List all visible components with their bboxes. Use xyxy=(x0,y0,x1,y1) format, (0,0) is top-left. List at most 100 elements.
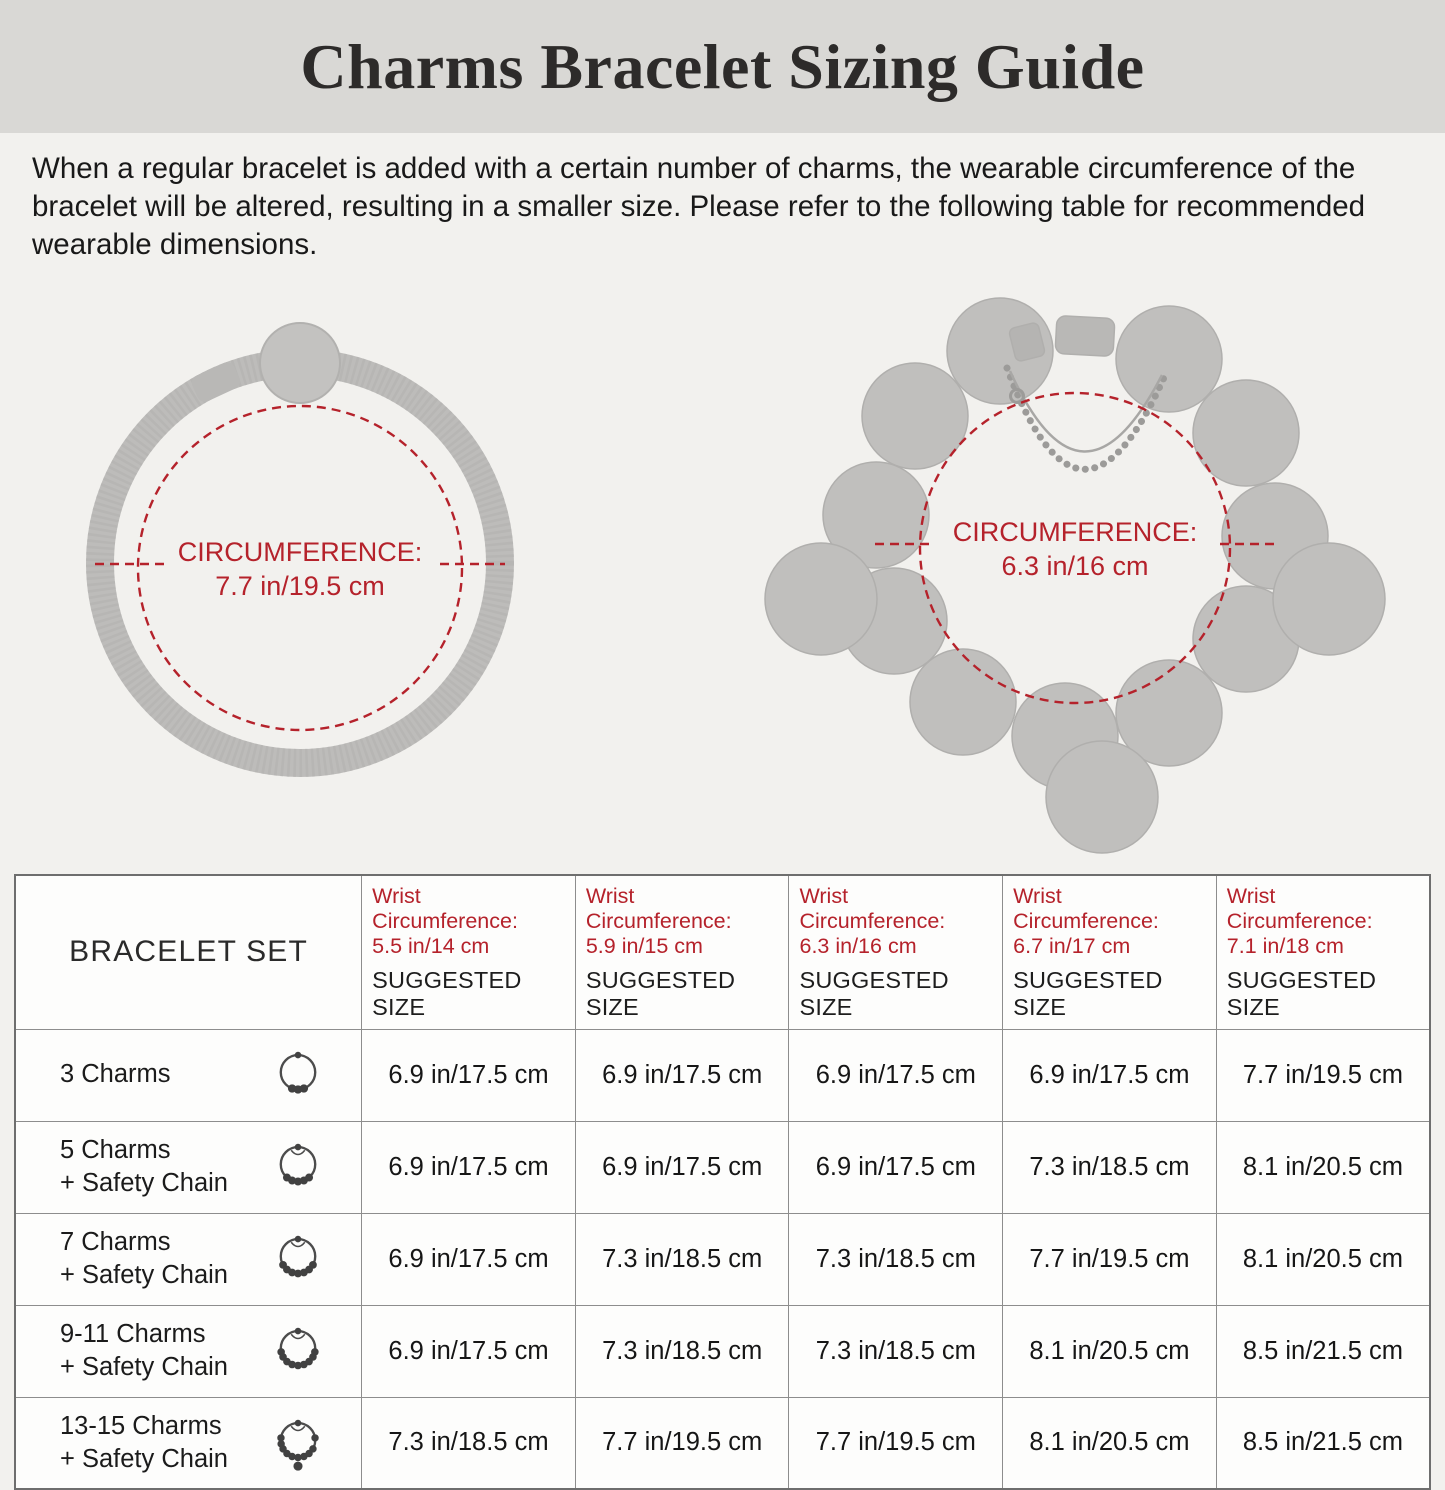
page-header: Charms Bracelet Sizing Guide xyxy=(0,0,1445,133)
wrist-circumference-label: Wrist Circumference: xyxy=(1013,884,1159,934)
circumference-dashed-circle xyxy=(136,404,464,732)
table-row-13-15-charms: 13-15 Charms + Safety Chain xyxy=(14,1396,1431,1490)
suggested-size-label: SUGGESTED SIZE xyxy=(1226,966,1377,1020)
wrist-circumference-label: Wrist Circumference: xyxy=(372,884,518,934)
ball-clasp-outline xyxy=(259,322,341,405)
circumference-annotation-plain: CIRCUMFERENCE: 7.7 in/19.5 cm xyxy=(95,404,505,732)
suggested-size-label: SUGGESTED SIZE xyxy=(585,966,736,1020)
plain-bracelet-diagram: CIRCUMFERENCE: 7.7 in/19.5 cm xyxy=(86,322,514,778)
charm-bracelet-illustration xyxy=(764,297,1386,854)
size-cell: 6.9 in/17.5 cm xyxy=(361,1028,576,1122)
table-row-7-charms: 7 Charms + Safety Chain xyxy=(14,1212,1431,1306)
size-cell: 7.3 in/18.5 cm xyxy=(574,1212,790,1306)
size-cell: 6.9 in/17.5 cm xyxy=(361,1212,576,1306)
dangle-charm xyxy=(1272,542,1386,656)
charm-bracelet-diagram: CIRCUMFERENCE: 6.3 in/16 cm xyxy=(764,297,1386,854)
wrist-circumference-value: 7.1 in/18 cm xyxy=(1226,934,1344,959)
table-header-row: BRACELET SET Wrist Circumference: 5.5 in… xyxy=(14,874,1431,1030)
table-row-3-charms: 3 Charms 6.9 in/17.5 cm 6.9 in/17.5 cm 6… xyxy=(14,1028,1431,1122)
bracelet-7-charms-safety-chain-icon xyxy=(279,1235,318,1278)
sizing-table: BRACELET SET Wrist Circumference: 5.5 in… xyxy=(14,874,1431,1490)
set-label-line2: + Safety Chain xyxy=(60,1169,228,1198)
label-backdrop xyxy=(935,510,1215,587)
circumference-annotation-charm: CIRCUMFERENCE: 6.3 in/16 cm xyxy=(875,391,1275,705)
safety-chain-strand xyxy=(1003,364,1170,473)
size-cell: 7.7 in/19.5 cm xyxy=(1215,1028,1431,1122)
size-cell: 8.1 in/20.5 cm xyxy=(1002,1304,1217,1398)
wrist-circumference-label: Wrist Circumference: xyxy=(1226,884,1373,934)
set-label-line2: + Safety Chain xyxy=(60,1353,228,1382)
set-label-line1: 3 Charms xyxy=(60,1060,171,1089)
label-backdrop xyxy=(166,530,434,607)
col-header-wrist-6-3: Wrist Circumference: 6.3 in/16 cm SUGGES… xyxy=(788,874,1004,1030)
bracelet-set-cell: 5 Charms + Safety Chain xyxy=(14,1120,363,1214)
size-cell: 8.1 in/20.5 cm xyxy=(1215,1212,1431,1306)
charm-bead xyxy=(822,461,930,569)
wrist-circumference-value: 5.9 in/15 cm xyxy=(585,934,703,959)
bracelet-set-cell: 13-15 Charms + Safety Chain xyxy=(14,1396,363,1490)
table-row-5-charms: 5 Charms + Safety Chain 6.9 i xyxy=(14,1120,1431,1214)
charm-bead xyxy=(1192,379,1300,487)
bracelet-set-cell: 3 Charms xyxy=(14,1028,363,1122)
wrist-circumference-value: 5.5 in/14 cm xyxy=(372,934,490,959)
wrist-circumference-value: 6.3 in/16 cm xyxy=(799,934,917,959)
col-header-wrist-5-5: Wrist Circumference: 5.5 in/14 cm SUGGES… xyxy=(361,874,576,1030)
charm-bead xyxy=(909,648,1017,756)
size-cell: 6.9 in/17.5 cm xyxy=(361,1120,576,1214)
barrel-clasp xyxy=(1054,315,1116,357)
circumference-dashed-circle xyxy=(918,391,1232,705)
safety-chain-clasp xyxy=(1009,388,1025,405)
dangle-charm xyxy=(764,542,878,656)
size-cell: 7.3 in/18.5 cm xyxy=(1002,1120,1217,1214)
size-cell: 6.9 in/17.5 cm xyxy=(1002,1028,1217,1122)
set-label-line1: 7 Charms xyxy=(60,1227,171,1256)
suggested-size-label: SUGGESTED SIZE xyxy=(799,966,949,1020)
intro-paragraph: When a regular bracelet is added with a … xyxy=(32,152,1366,262)
size-cell: 7.3 in/18.5 cm xyxy=(788,1304,1004,1398)
charm-bead xyxy=(861,362,969,470)
circumference-value: 7.7 in/19.5 cm xyxy=(215,571,385,601)
col-header-wrist-5-9: Wrist Circumference: 5.9 in/15 cm SUGGES… xyxy=(574,874,790,1030)
size-cell: 7.3 in/18.5 cm xyxy=(788,1212,1004,1306)
size-cell: 6.9 in/17.5 cm xyxy=(788,1120,1004,1214)
bracelet-set-cell: 9-11 Charms + Safety Chain xyxy=(14,1304,363,1398)
size-cell: 6.9 in/17.5 cm xyxy=(574,1028,790,1122)
dangle-charm xyxy=(1045,740,1159,854)
set-label-line1: 9-11 Charms xyxy=(60,1319,206,1348)
clasp-connector xyxy=(191,362,241,402)
wrist-circumference-label: Wrist Circumference: xyxy=(585,884,732,934)
size-cell: 6.9 in/17.5 cm xyxy=(788,1028,1004,1122)
col-header-bracelet-set: BRACELET SET xyxy=(14,874,363,1030)
wrist-circumference-value: 6.7 in/17 cm xyxy=(1013,934,1131,959)
bracelet-set-header-label: BRACELET SET xyxy=(69,935,309,969)
table-row-9-11-charms: 9-11 Charms + Safety Chain xyxy=(14,1304,1431,1398)
col-header-wrist-6-7: Wrist Circumference: 6.7 in/17 cm SUGGES… xyxy=(1002,874,1217,1030)
bracelet-5-charms-safety-chain-icon xyxy=(279,1143,317,1186)
col-header-wrist-7-1: Wrist Circumference: 7.1 in/18 cm SUGGES… xyxy=(1215,874,1431,1030)
bracelet-3-charms-icon xyxy=(279,1051,317,1094)
size-cell: 7.7 in/19.5 cm xyxy=(788,1396,1004,1490)
circumference-label: CIRCUMFERENCE: xyxy=(953,517,1198,547)
suggested-size-label: SUGGESTED SIZE xyxy=(372,966,522,1020)
size-cell: 8.5 in/21.5 cm xyxy=(1215,1396,1431,1490)
size-cell: 6.9 in/17.5 cm xyxy=(574,1120,790,1214)
size-cell: 8.1 in/20.5 cm xyxy=(1215,1120,1431,1214)
set-label-line1: 13-15 Charms xyxy=(60,1411,222,1440)
size-cell: 7.7 in/19.5 cm xyxy=(574,1396,790,1490)
size-cell: 8.1 in/20.5 cm xyxy=(1002,1396,1217,1490)
size-cell: 6.9 in/17.5 cm xyxy=(361,1304,576,1398)
clasp-connector xyxy=(1008,322,1046,362)
size-cell: 7.7 in/19.5 cm xyxy=(1002,1212,1217,1306)
suggested-size-label: SUGGESTED SIZE xyxy=(1013,966,1163,1020)
ball-clasp xyxy=(260,323,340,404)
bracelet-9-11-charms-safety-chain-icon xyxy=(277,1327,319,1370)
size-cell: 8.5 in/21.5 cm xyxy=(1215,1304,1431,1398)
wrist-circumference-label: Wrist Circumference: xyxy=(799,884,946,934)
charm-bead xyxy=(1115,305,1223,413)
page-title: Charms Bracelet Sizing Guide xyxy=(300,30,1145,102)
size-cell: 7.3 in/18.5 cm xyxy=(574,1304,790,1398)
circumference-label: CIRCUMFERENCE: xyxy=(178,537,423,567)
set-label-line2: + Safety Chain xyxy=(60,1444,228,1473)
size-cell: 7.3 in/18.5 cm xyxy=(361,1396,576,1490)
diagrams-section: CIRCUMFERENCE: 7.7 in/19.5 cm xyxy=(0,268,1445,868)
